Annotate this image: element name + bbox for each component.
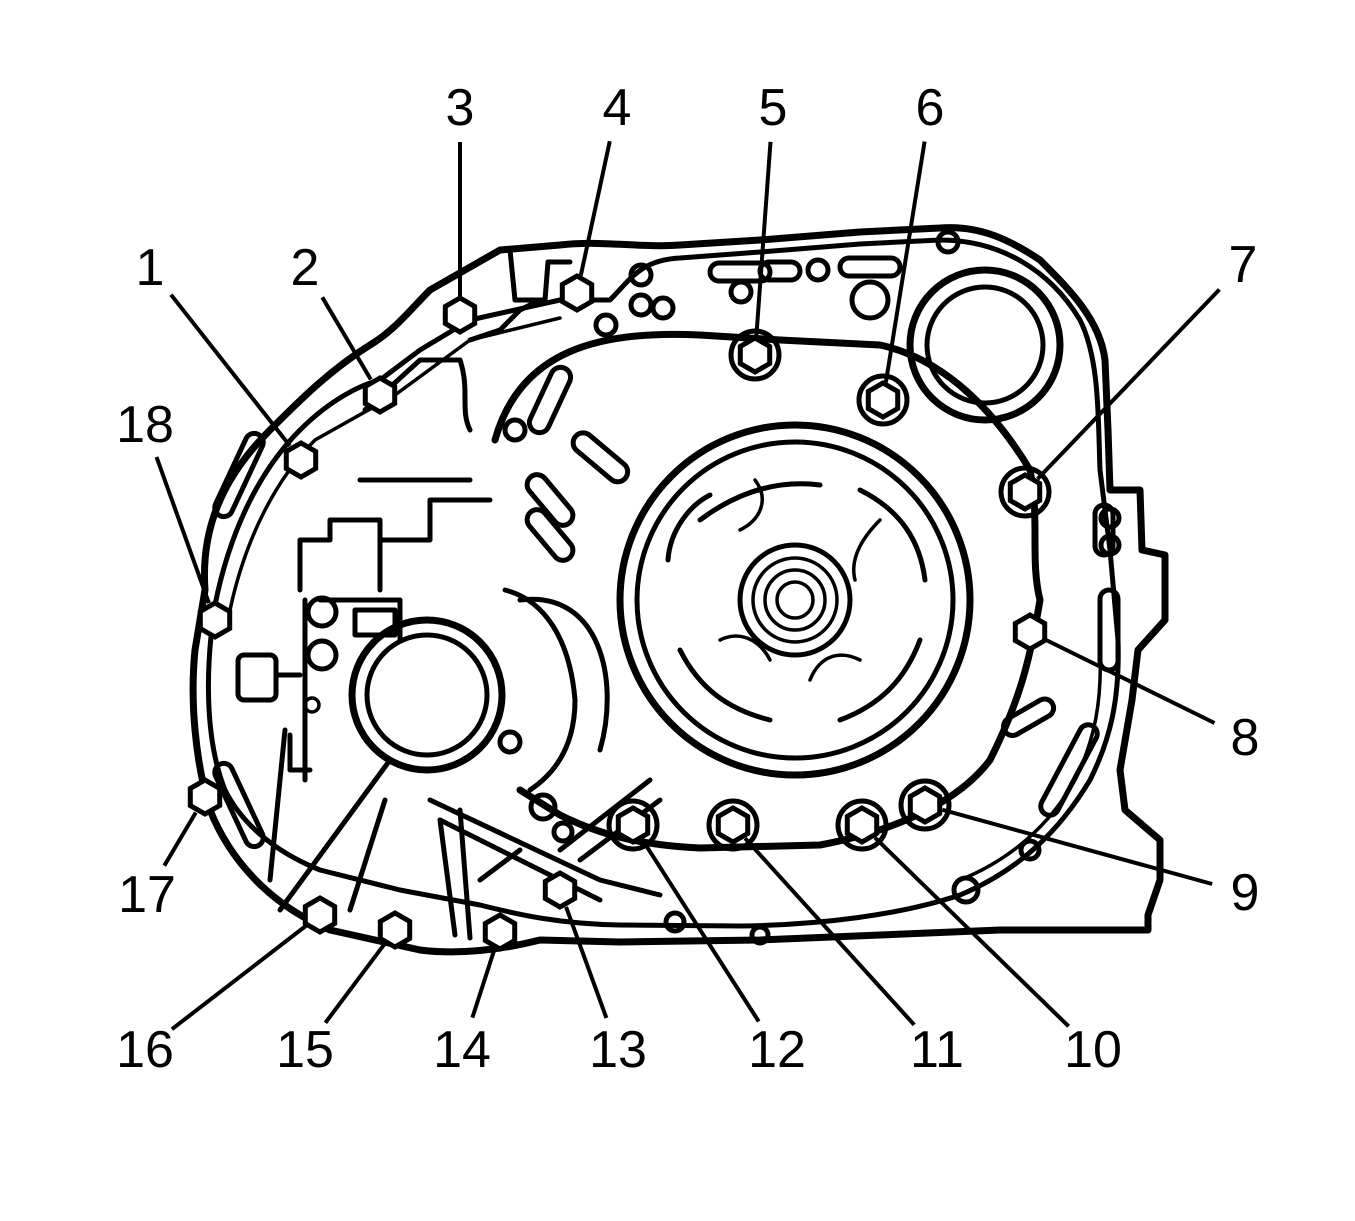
hub-mid	[751, 556, 839, 644]
leader-line-13	[564, 906, 609, 1019]
bolt-6	[856, 373, 910, 427]
case-outer-outline	[189, 224, 1169, 956]
callout-label-14: 14	[433, 1021, 491, 1079]
left-shaft-bore	[348, 587, 610, 793]
bolt-head-8	[1012, 612, 1048, 652]
bolt-boss-9	[898, 778, 952, 832]
leader-line-5	[754, 141, 773, 338]
bolt-boss-6	[856, 373, 910, 427]
bolt-3	[442, 295, 478, 335]
bolt-10	[835, 798, 889, 852]
converter-ring-outer	[616, 421, 974, 779]
bolt-head-14	[482, 912, 518, 952]
bolt-head-3	[442, 295, 478, 335]
upper-right-bore	[849, 229, 1064, 424]
bolt-18	[197, 600, 233, 640]
valve-body-details	[235, 247, 663, 941]
callout-label-12: 12	[748, 1021, 806, 1079]
callout-label-9: 9	[1231, 864, 1260, 922]
leader-line-9	[941, 807, 1213, 886]
callout-label-10: 10	[1064, 1021, 1122, 1079]
flange-slots	[212, 255, 1121, 850]
hub-inner	[763, 568, 827, 632]
bolt-boss-12	[606, 798, 660, 852]
callout-label-5: 5	[759, 79, 788, 137]
bolt-head-15	[377, 910, 413, 950]
callout-label-8: 8	[1231, 709, 1260, 767]
bolt-head-18	[197, 600, 233, 640]
bolt-7	[998, 465, 1052, 519]
bolt-1	[283, 440, 319, 480]
bolt-4	[559, 273, 595, 313]
bolt-2	[362, 375, 398, 415]
callout-label-7: 7	[1229, 236, 1258, 294]
leader-line-4	[578, 140, 612, 276]
bolt-15	[377, 910, 413, 950]
bolt-boss-10	[835, 798, 889, 852]
bolt-head-10	[844, 805, 880, 845]
bolt-9	[898, 778, 952, 832]
bolt-11	[706, 798, 760, 852]
callout-label-15: 15	[276, 1021, 334, 1079]
hub-core	[775, 580, 815, 620]
callout-label-1: 1	[136, 239, 165, 297]
bolt-head-12	[615, 805, 651, 845]
callout-label-4: 4	[603, 79, 632, 137]
leader-line-11	[743, 836, 916, 1027]
leader-line-18	[154, 456, 211, 604]
leader-line-2	[320, 296, 373, 381]
bolt-17	[187, 777, 223, 817]
bolt-head-5	[737, 335, 773, 375]
bolt-boss-11	[706, 798, 760, 852]
bolt-12	[606, 798, 660, 852]
bolt-boss-7	[998, 465, 1052, 519]
bolt-head-2	[362, 375, 398, 415]
bolt-head-6	[865, 380, 901, 420]
callout-label-18: 18	[116, 396, 174, 454]
bolt-5	[728, 328, 782, 382]
converter-housing	[491, 330, 1044, 852]
leader-line-10	[873, 836, 1070, 1028]
callout-label-6: 6	[916, 79, 945, 137]
callout-label-13: 13	[589, 1021, 647, 1079]
converter-ring-inner	[634, 439, 956, 761]
bolt-16	[302, 895, 338, 935]
bolt-head-11	[715, 805, 751, 845]
leader-line-7	[1036, 288, 1221, 481]
callout-label-3: 3	[446, 79, 475, 137]
leader-line-12	[641, 839, 761, 1023]
callout-label-2: 2	[291, 239, 320, 297]
bolt-head-16	[302, 895, 338, 935]
leader-line-8	[1045, 638, 1216, 725]
hub-outer	[737, 542, 853, 658]
leader-line-15	[323, 943, 386, 1024]
bolt-head-17	[187, 777, 223, 817]
bolt-8	[1012, 612, 1048, 652]
leader-line-16	[170, 924, 307, 1031]
flange-holes	[497, 257, 1122, 946]
leader-line-17	[162, 811, 198, 867]
bolt-13	[542, 870, 578, 910]
bolt-head-9	[907, 785, 943, 825]
bolt-head-1	[283, 440, 319, 480]
leader-line-14	[470, 948, 497, 1019]
callout-label-16: 16	[116, 1021, 174, 1079]
leader-line-6	[883, 141, 927, 383]
callout-label-11: 11	[910, 1021, 964, 1079]
case-bolts	[187, 273, 1052, 952]
bolt-head-4	[559, 273, 595, 313]
bolt-head-7	[1007, 472, 1043, 512]
leader-line-1	[169, 293, 292, 448]
bolt-14	[482, 912, 518, 952]
callout-label-17: 17	[118, 866, 176, 924]
bolt-head-13	[542, 870, 578, 910]
